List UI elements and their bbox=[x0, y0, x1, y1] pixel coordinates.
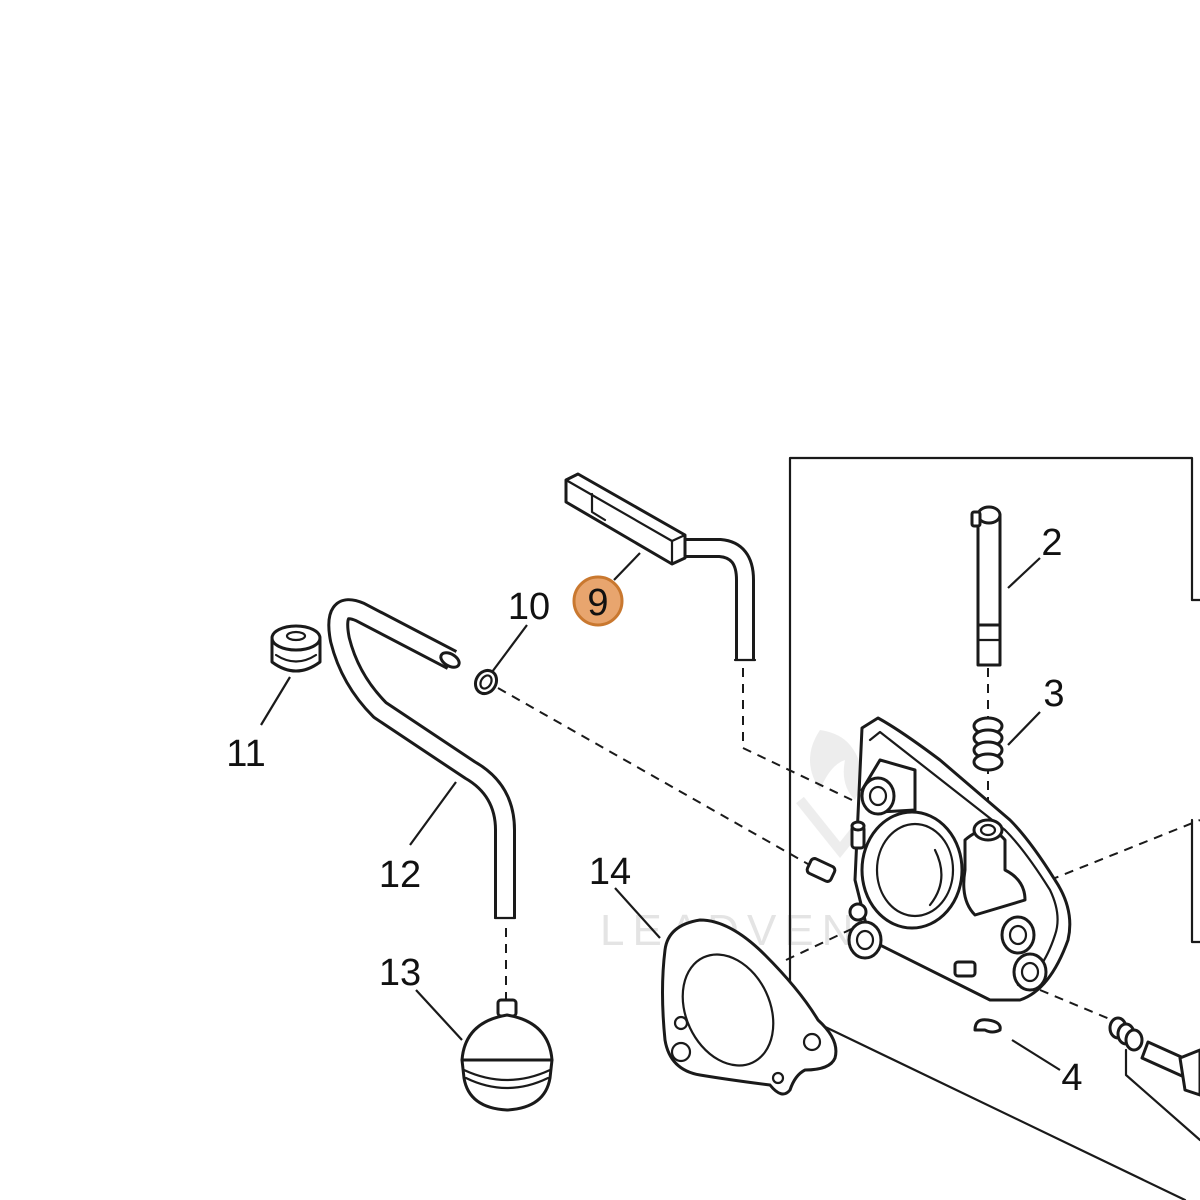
inlet-fitting bbox=[850, 820, 866, 850]
callouts: 9 2 3 4 10 11 12 13 14 bbox=[226, 522, 1082, 1099]
part-3-spring bbox=[972, 716, 1004, 772]
callout-11[interactable]: 11 bbox=[226, 733, 265, 775]
part-11-grommet bbox=[270, 624, 322, 673]
callout-14[interactable]: 14 bbox=[589, 851, 631, 893]
bottom-screw bbox=[848, 902, 977, 978]
callout-2[interactable]: 2 bbox=[1041, 522, 1062, 564]
callout-10[interactable]: 10 bbox=[508, 586, 550, 628]
mounting-boss-top bbox=[860, 758, 917, 816]
mounting-boss-bottom bbox=[847, 915, 1048, 992]
part-4-circlip bbox=[973, 1018, 1002, 1034]
pump-assembly-frame bbox=[788, 456, 1200, 1200]
right-spring-and-gear bbox=[1108, 1016, 1200, 1142]
callout-3[interactable]: 3 bbox=[1043, 673, 1064, 715]
leader-lines bbox=[260, 552, 1061, 1071]
alignment-lines bbox=[497, 668, 1200, 1021]
part-12-hose bbox=[327, 598, 517, 920]
part-9-tube-with-clip bbox=[564, 472, 757, 662]
callout-9[interactable]: 9 bbox=[587, 582, 608, 624]
part-2-shaft bbox=[970, 505, 1002, 667]
part-10-o-ring bbox=[473, 668, 499, 696]
side-fitting bbox=[805, 857, 837, 883]
oil-pump-body bbox=[805, 716, 1072, 1002]
part-13-strainer bbox=[460, 998, 554, 1112]
callout-9-highlight bbox=[572, 575, 624, 627]
part-14-gasket bbox=[661, 918, 838, 1096]
callout-4[interactable]: 4 bbox=[1061, 1057, 1082, 1099]
callout-13[interactable]: 13 bbox=[379, 952, 421, 994]
callout-12[interactable]: 12 bbox=[379, 854, 421, 896]
shaft-housing bbox=[962, 818, 1027, 917]
